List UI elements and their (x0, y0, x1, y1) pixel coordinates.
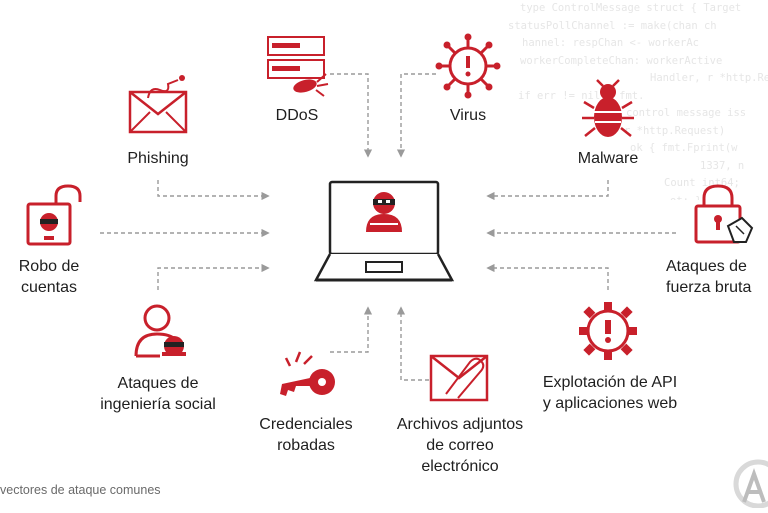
arrow-archivos (396, 306, 436, 381)
background-code-line: 1337, n (700, 159, 745, 172)
label-virus: Virus (449, 107, 487, 124)
background-code-line: type ControlMessage struct { Target (520, 2, 742, 14)
arrow-ingenieria (157, 263, 270, 290)
user-mask-icon (134, 304, 186, 358)
unlocked-padlock-mask-icon (26, 184, 82, 246)
arrow-credenciales (330, 306, 373, 353)
padlock-fist-icon (694, 184, 754, 244)
ddos-server-bomb-icon (267, 36, 329, 97)
caption: vectores de ataque comunes (0, 483, 161, 497)
arrow-virus (396, 73, 436, 158)
background-code-line: ot; } (400, 193, 768, 201)
background-code-line: if err != nil { fmt. (518, 89, 645, 102)
laptop-hacker-icon (313, 180, 455, 282)
background-code-line: r *http.Request) (624, 124, 726, 137)
label-malware: Malware (577, 150, 639, 167)
label-phishing: Phishing (127, 150, 189, 167)
background-code-line: ok { fmt.Fprint(w (630, 142, 738, 154)
virus-icon (435, 33, 501, 99)
gear-alert-icon (579, 302, 637, 360)
background-code: type ControlMessage struct { Target statu… (400, 0, 768, 200)
brand-logo (733, 459, 768, 508)
background-code-line: hannel: respChan <- workerAc (522, 37, 700, 49)
key-icon (280, 351, 335, 396)
label-ddos: DDoS (275, 107, 319, 124)
arrow-api (486, 263, 609, 290)
bug-icon (582, 79, 634, 137)
background-code-line: Handler, r *http.Request (650, 72, 768, 84)
background-code-line: control message iss (626, 107, 747, 119)
envelope-paperclip-icon (429, 354, 489, 402)
background-code-line: statusPollChannel := make(chan ch (508, 19, 717, 32)
arrow-phishing (157, 180, 270, 201)
background-code-line: workerCompleteChan: workerActive (520, 54, 723, 67)
arrow-malware (486, 180, 609, 201)
arrows (100, 73, 676, 381)
arrow-ddos (330, 73, 373, 158)
phishing-envelope-icon (128, 75, 188, 134)
